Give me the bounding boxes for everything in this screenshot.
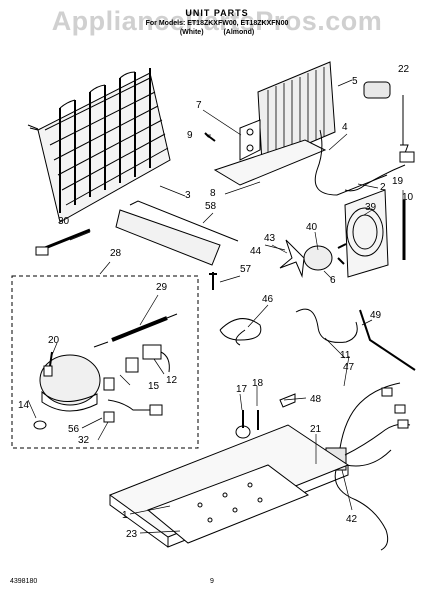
- callout-3: 3: [185, 190, 191, 201]
- callout-15: 15: [148, 381, 160, 392]
- condenser-coil: [27, 68, 171, 223]
- fan-bracket: [337, 243, 347, 265]
- callout-17: 17: [236, 384, 248, 395]
- fan-shroud: [344, 189, 389, 278]
- document-number: 4398180: [10, 578, 38, 585]
- callout-11: 11: [340, 350, 351, 361]
- callout-14: 14: [18, 400, 30, 411]
- screw-57: [209, 272, 217, 290]
- diagram-header: UNIT PARTS For Models: ET18ZKXFW00, ET18…: [0, 8, 434, 37]
- color-names: (White) (Almond): [179, 29, 255, 36]
- screw-9: [204, 132, 216, 142]
- sensor-wire: [400, 95, 409, 154]
- callout-9: 9: [187, 130, 193, 141]
- callout-19: 19: [392, 176, 404, 187]
- tubing-coil-47: [295, 308, 358, 343]
- callout-5: 5: [352, 76, 358, 87]
- leader-lines: [27, 79, 404, 534]
- model-numbers: For Models: ET18ZKXFW00, ET18ZKXFN00: [145, 20, 289, 27]
- valve-17: [235, 410, 251, 439]
- callout-57: 57: [240, 264, 252, 275]
- tubing-coil-46: [219, 318, 262, 346]
- callout-29: 29: [156, 282, 168, 293]
- callout-18: 18: [252, 378, 264, 389]
- callout-56: 56: [68, 424, 80, 435]
- callout-40: 40: [306, 222, 318, 233]
- fan-motor: [279, 239, 333, 278]
- grommet-14: [33, 420, 47, 430]
- callout-8: 8: [210, 188, 216, 199]
- tube-49: [359, 309, 416, 371]
- evaporator: [239, 61, 336, 164]
- callout-49: 49: [370, 310, 382, 321]
- callout-1: 1: [122, 510, 128, 521]
- callout-23: 23: [126, 529, 138, 540]
- compressor-group-box: [11, 275, 199, 449]
- callout-22: 22: [398, 64, 410, 75]
- defrost-timer: [363, 81, 391, 99]
- thermostat-wire: [344, 164, 406, 192]
- callout-2: 2: [380, 182, 386, 193]
- compressor: [39, 354, 101, 412]
- watermark: AppliancePartsPros.com: [51, 6, 383, 36]
- drain-pan: [213, 139, 327, 186]
- callout-6: 6: [330, 275, 336, 286]
- callout-39: 39: [365, 202, 377, 213]
- callout-7: 7: [196, 100, 202, 111]
- callout-10: 10: [402, 192, 414, 203]
- callout-48: 48: [310, 394, 322, 405]
- callout-58: 58: [205, 201, 217, 212]
- callout-44: 44: [250, 246, 262, 257]
- callout-43: 43: [264, 233, 276, 244]
- callout-12: 12: [166, 375, 178, 386]
- callout-20: 20: [48, 335, 60, 346]
- callout-21: 21: [310, 424, 322, 435]
- callout-32: 32: [78, 435, 90, 446]
- thermostat: [399, 151, 415, 163]
- power-cord: [35, 228, 91, 256]
- base-plate: [147, 464, 310, 544]
- filter-drier: [93, 313, 178, 348]
- callout-46: 46: [262, 294, 274, 305]
- callout-4: 4: [342, 122, 348, 133]
- callout-42: 42: [346, 514, 358, 525]
- bracket-48: [279, 393, 296, 408]
- heater-wire: [314, 129, 388, 196]
- air-duct: [115, 209, 221, 266]
- diagram-title: UNIT PARTS: [185, 8, 249, 18]
- callout-30: 30: [58, 216, 70, 227]
- page-number: 9: [210, 578, 214, 585]
- callout-28: 28: [110, 248, 122, 259]
- screw-20: [49, 351, 53, 367]
- callout-47: 47: [343, 362, 355, 373]
- relay-and-overload: [103, 344, 170, 423]
